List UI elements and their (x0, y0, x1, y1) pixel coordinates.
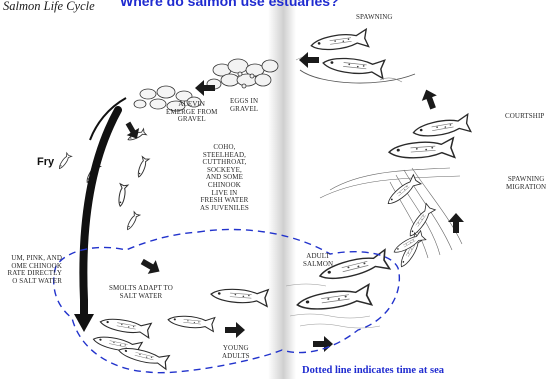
spawning-migration (320, 168, 462, 258)
label-direct-migrants: UM, PINK, AND OME CHINOOK RATE DIRECTLY … (0, 255, 62, 285)
footnote-dotted-line: Dotted line indicates time at sea (302, 365, 444, 376)
spawning-fish (296, 29, 415, 83)
book-gutter (268, 0, 296, 379)
gravel-eggs (207, 59, 278, 89)
book-title: Salmon Life Cycle (3, 0, 95, 14)
leaping-fish (384, 175, 435, 270)
label-fry: Fry (37, 156, 54, 168)
courtship-fish (388, 114, 470, 162)
label-freshwater-juveniles: COHO, STEELHEAD, CUTTHROAT, SOCKEYE, AND… (200, 144, 249, 212)
adult-salmon-fish (296, 231, 426, 315)
label-spawning: SPAWNING (356, 14, 393, 22)
diagram-question: Where do salmon use estuaries? (120, 0, 339, 9)
label-courtship: COURTSHIP (505, 113, 544, 121)
fry-downstream-arrowhead (74, 314, 94, 332)
